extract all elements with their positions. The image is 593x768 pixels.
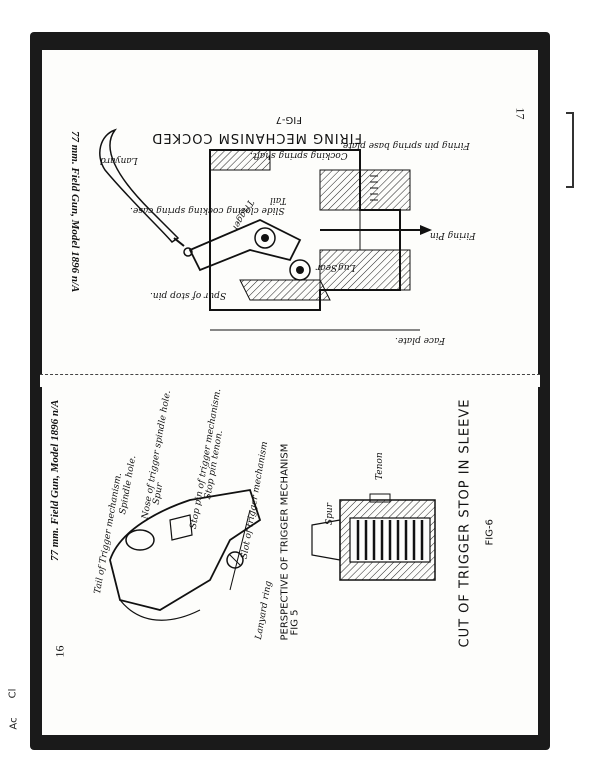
fig5-trigger-mechanism-drawing — [109, 488, 262, 621]
fig6-trigger-stop-drawing — [311, 493, 436, 581]
page-16-number: 16 — [52, 645, 67, 658]
margin-fragment-2: Ac — [8, 717, 20, 730]
page-17-number: 17 — [513, 107, 528, 120]
page-tear — [40, 374, 540, 387]
binding-bracket — [566, 112, 574, 188]
fig6-number: FIG-6 — [484, 519, 496, 546]
fig7-label-slide-closing-cocking-spring-case: Slide closing cocking spring case. — [130, 205, 285, 215]
page-16-header: 77 mm. Field Gun, Model 1896 n/A — [49, 399, 61, 561]
fig6-label-tenon: Tenon — [375, 452, 385, 480]
fig7-label-lug: Lug — [338, 262, 356, 272]
fig5-number: FIG 5 — [289, 609, 301, 636]
fig6-label-spur: Spur — [325, 502, 335, 525]
fig7-label-firing-pin-spring-base-plate: Firing pin spring base plate. — [340, 140, 470, 150]
fig7-label-face-plate: Face plate. — [395, 335, 446, 345]
fig7-label-lanyard: Lanyard — [100, 155, 138, 165]
page-17 — [42, 50, 538, 380]
fig6-title: CUT OF TRIGGER STOP IN SLEEVE — [457, 398, 473, 648]
fig7-label-firing-pin: Firing Pin — [430, 230, 476, 240]
fig7-firing-mechanism-drawing — [99, 128, 432, 331]
fig7-label-tail: Tail — [270, 195, 287, 205]
margin-fragment-1: Cl — [7, 688, 19, 699]
fig7-label-cocking-spring-shaft: Cocking spring shaft. — [250, 150, 348, 160]
fig7-label-spur-of-stop-pin: Spur of stop pin. — [150, 290, 227, 300]
page-16 — [42, 383, 538, 735]
fig7-label-sear: Sear — [316, 262, 338, 272]
